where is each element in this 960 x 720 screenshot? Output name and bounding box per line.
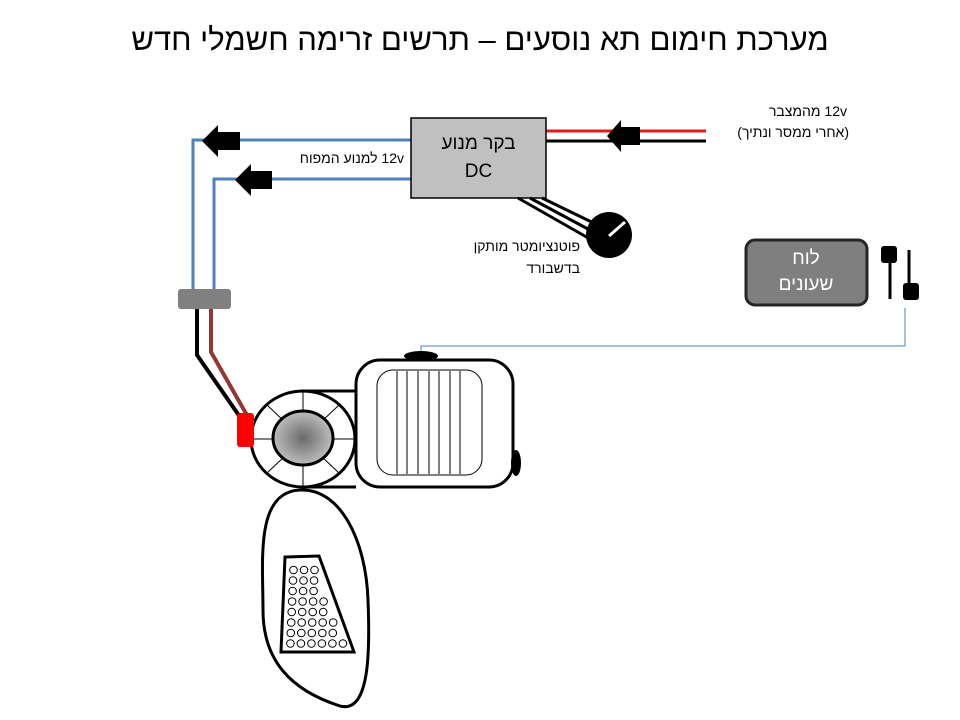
grille-hole xyxy=(296,639,306,648)
grille-hole xyxy=(318,607,328,617)
switch-icon xyxy=(881,246,919,300)
wire-connector xyxy=(178,289,231,309)
blower-wire-inner xyxy=(212,177,411,290)
grille-hole xyxy=(297,618,307,627)
grille-hole xyxy=(289,565,298,575)
grille-hole xyxy=(328,628,338,638)
arrow-left-icon xyxy=(202,125,240,157)
motor-controller-box xyxy=(410,117,547,199)
dashboard-box xyxy=(744,238,869,307)
blower-label: 12v למנוע המפוח xyxy=(299,150,404,166)
grille-hole xyxy=(298,597,307,606)
controller-label-line1: בקר מנוע xyxy=(441,133,516,154)
arrow-left-icon xyxy=(235,164,272,196)
grille-hole xyxy=(310,565,319,575)
potentiometer-label-line2: בדשבורד xyxy=(526,260,580,276)
battery-label-line1: 12v מהמצבר xyxy=(768,103,847,119)
signal-wire xyxy=(420,308,906,351)
grille-hole xyxy=(286,618,296,627)
blower-wire-outer xyxy=(191,138,411,290)
controller-label-line2: DC xyxy=(464,161,493,182)
vent-grille-holes xyxy=(286,565,348,648)
grille-hole xyxy=(338,639,348,648)
grille-hole xyxy=(299,576,308,585)
grille-hole xyxy=(286,639,295,648)
grille-hole xyxy=(308,597,318,606)
grille-hole xyxy=(299,565,309,575)
potentiometer-label-line1: פוטנציומטר מותקן xyxy=(473,238,580,254)
grille-hole xyxy=(319,597,328,606)
grille-hole xyxy=(307,639,316,648)
grille-hole xyxy=(318,618,328,627)
red-connector xyxy=(237,413,254,447)
grille-hole xyxy=(308,607,318,617)
page-title: מערכת חימום תא נוסעים – תרשים זרימה חשמל… xyxy=(131,22,829,57)
grille-hole xyxy=(309,586,318,596)
grille-hole xyxy=(286,628,296,638)
heater-core-body xyxy=(354,358,515,489)
grille-hole xyxy=(288,576,298,585)
grille-hole xyxy=(328,639,337,648)
grille-hole xyxy=(287,607,297,617)
grille-hole xyxy=(288,586,297,596)
dashboard-label-line2: שעונים xyxy=(778,274,834,295)
grille-hole xyxy=(317,639,327,648)
blower-fan-icon xyxy=(249,389,357,489)
grille-hole xyxy=(297,607,307,617)
motor-controller-label: בקר מנוע DC xyxy=(411,118,546,198)
dashboard-label-line1: לוח xyxy=(792,248,820,269)
arrow-left-icon xyxy=(607,120,640,152)
grille-hole xyxy=(307,628,317,638)
grille-hole xyxy=(309,576,319,585)
dashboard-label: לוח שעונים xyxy=(745,240,867,305)
grille-hole xyxy=(297,628,306,638)
grille-hole xyxy=(298,586,308,596)
grille-hole xyxy=(287,597,297,606)
grille-hole xyxy=(318,628,327,638)
grille-hole xyxy=(328,618,338,627)
battery-label-line2: (אחרי ממסר ונתיך) xyxy=(737,124,849,140)
pot-wire xyxy=(517,196,598,245)
grille-hole xyxy=(307,618,317,627)
